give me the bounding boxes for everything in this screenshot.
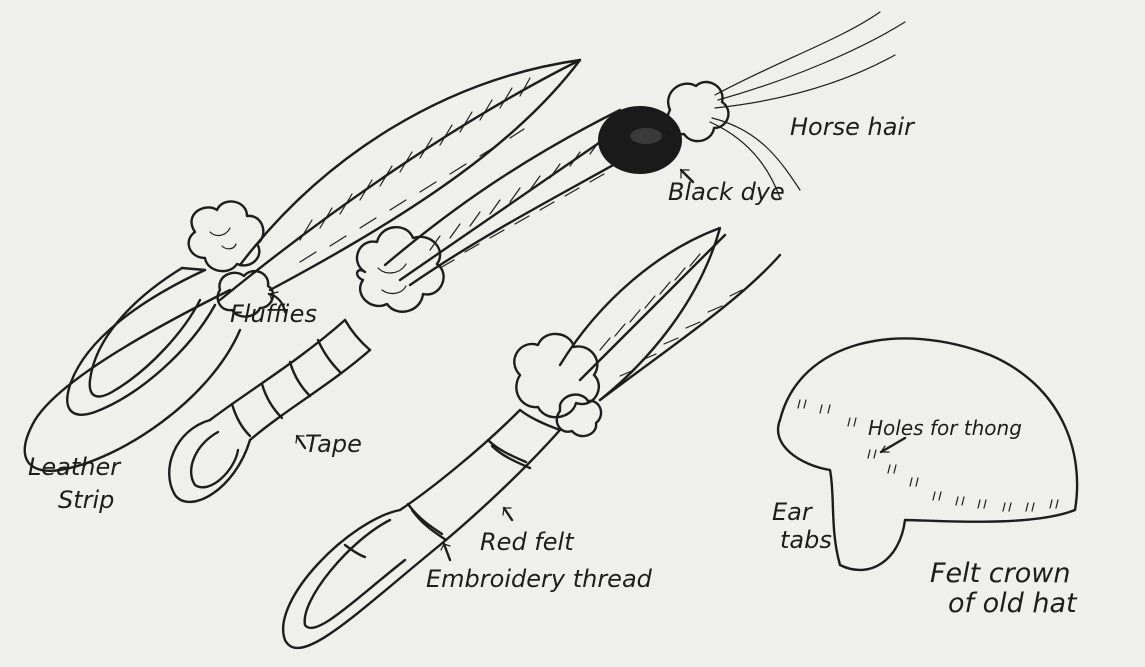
label-leather-strip-line2: Strip [58, 488, 114, 512]
label-black-dye: Black dye [668, 180, 785, 204]
fluffies-middle [357, 227, 444, 312]
label-ear-tabs-line1: Ear [772, 500, 812, 524]
horse-hair [668, 12, 905, 198]
label-red-felt: Red felt [480, 530, 574, 554]
feather-lower [560, 228, 780, 400]
label-ear-tabs-line2: tabs [780, 528, 832, 552]
label-leather-strip-line1: Leather [28, 455, 120, 479]
label-tape: Tape [305, 432, 362, 456]
label-felt-crown-line1: Felt crown [930, 560, 1070, 587]
taped-shaft [169, 320, 370, 502]
fluffies-lower [514, 334, 601, 436]
label-felt-crown-line2: of old hat [948, 590, 1077, 617]
label-fluffies: Fluffies [230, 302, 317, 326]
label-holes-for-thong: Holes for thong [868, 418, 1022, 438]
label-embroidery-thread: Embroidery thread [426, 567, 652, 591]
label-horse-hair: Horse hair [790, 115, 914, 139]
feather-left [220, 60, 580, 300]
